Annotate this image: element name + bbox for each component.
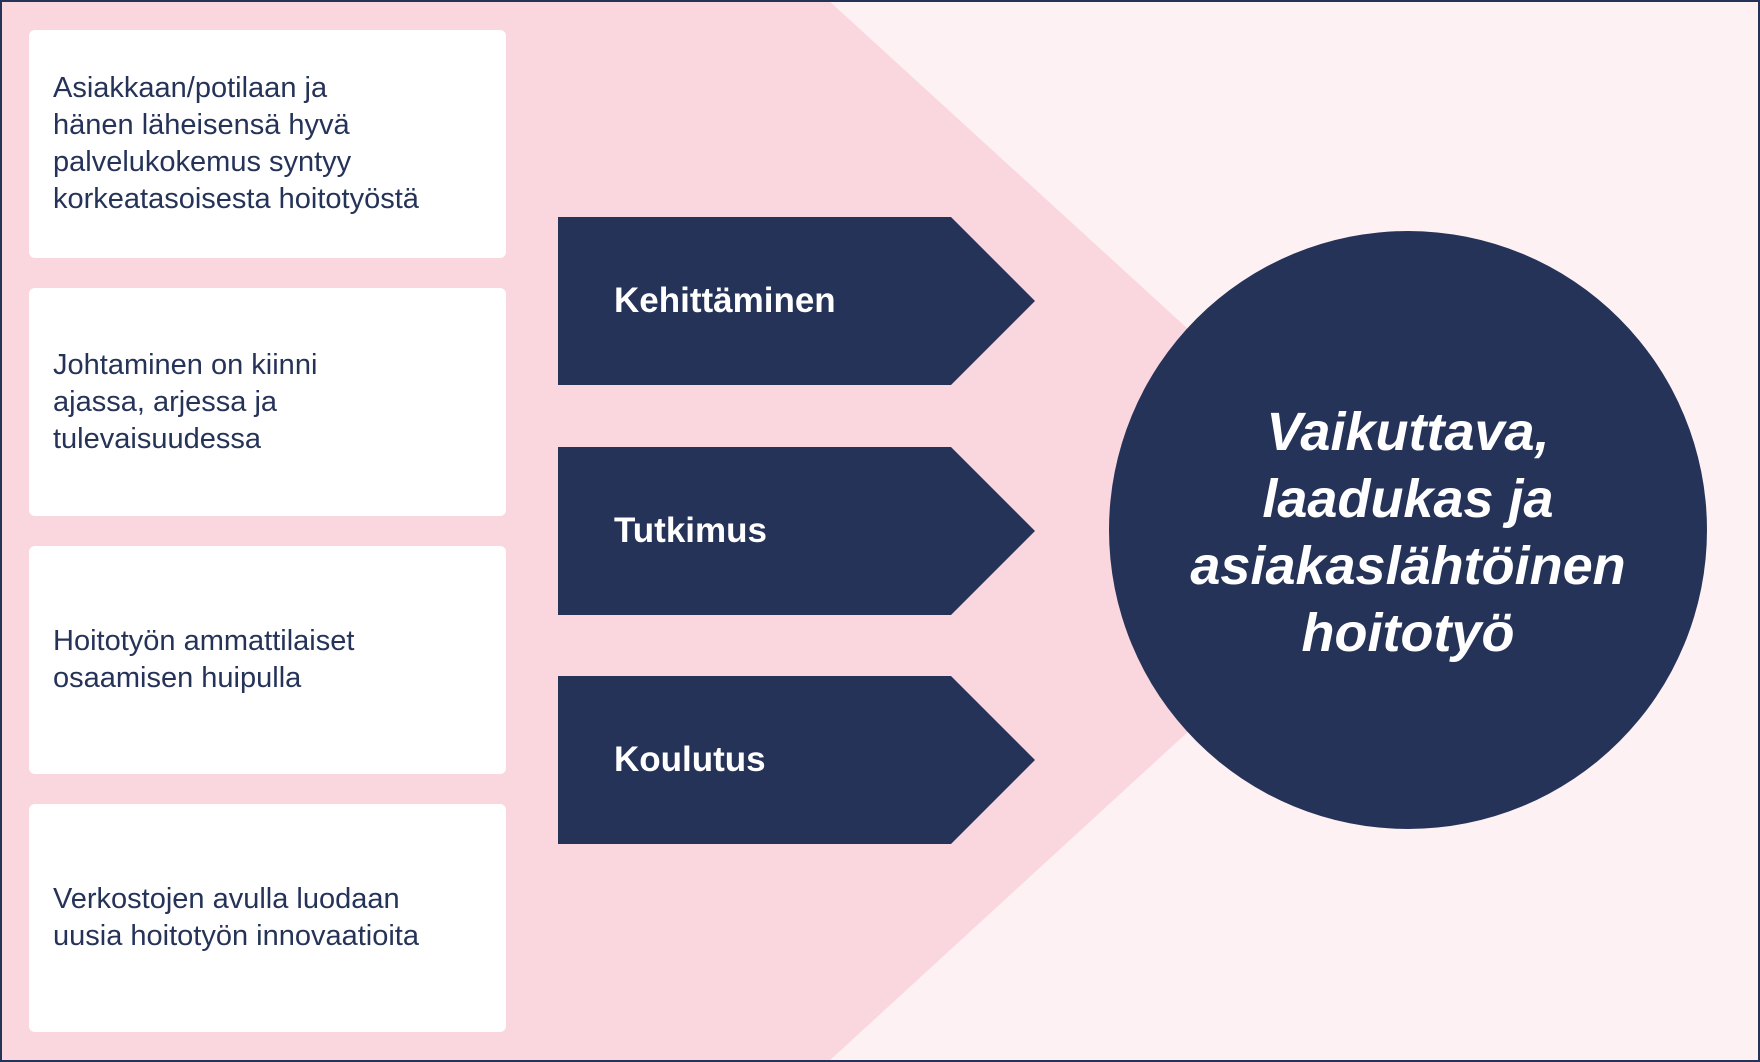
goal-text: Vaikuttava, laadukas ja asiakaslähtöinen…: [1190, 402, 1626, 663]
arrow-label: Tutkimus: [614, 511, 767, 550]
card-text: Verkostojen avulla luodaan uusia hoitoty…: [53, 883, 419, 952]
arrow-koulutus: Koulutus: [558, 676, 1035, 844]
card-text: Asiakkaan/potilaan ja hänen läheisensä h…: [53, 72, 419, 215]
principle-card-4: Verkostojen avulla luodaan uusia hoitoty…: [29, 804, 506, 1032]
arrow-label: Koulutus: [614, 740, 766, 779]
arrow-tutkimus: Tutkimus: [558, 447, 1035, 615]
principle-card-3: Hoitotyön ammattilaiset osaamisen huipul…: [29, 546, 506, 774]
card-text: Johtaminen on kiinni ajassa, arjessa ja …: [53, 348, 318, 455]
arrow-shape: [558, 217, 1035, 385]
arrow-label: Kehittäminen: [614, 281, 836, 320]
arrow-shape: [558, 447, 1035, 615]
card-text: Hoitotyön ammattilaiset osaamisen huipul…: [53, 625, 355, 694]
principle-card-2: Johtaminen on kiinni ajassa, arjessa ja …: [29, 288, 506, 516]
principle-card-1: Asiakkaan/potilaan ja hänen läheisensä h…: [29, 30, 506, 258]
arrow-shape: [558, 676, 1035, 844]
goal-circle: Vaikuttava, laadukas ja asiakaslähtöinen…: [1109, 231, 1707, 829]
arrow-kehittaminen: Kehittäminen: [558, 217, 1035, 385]
